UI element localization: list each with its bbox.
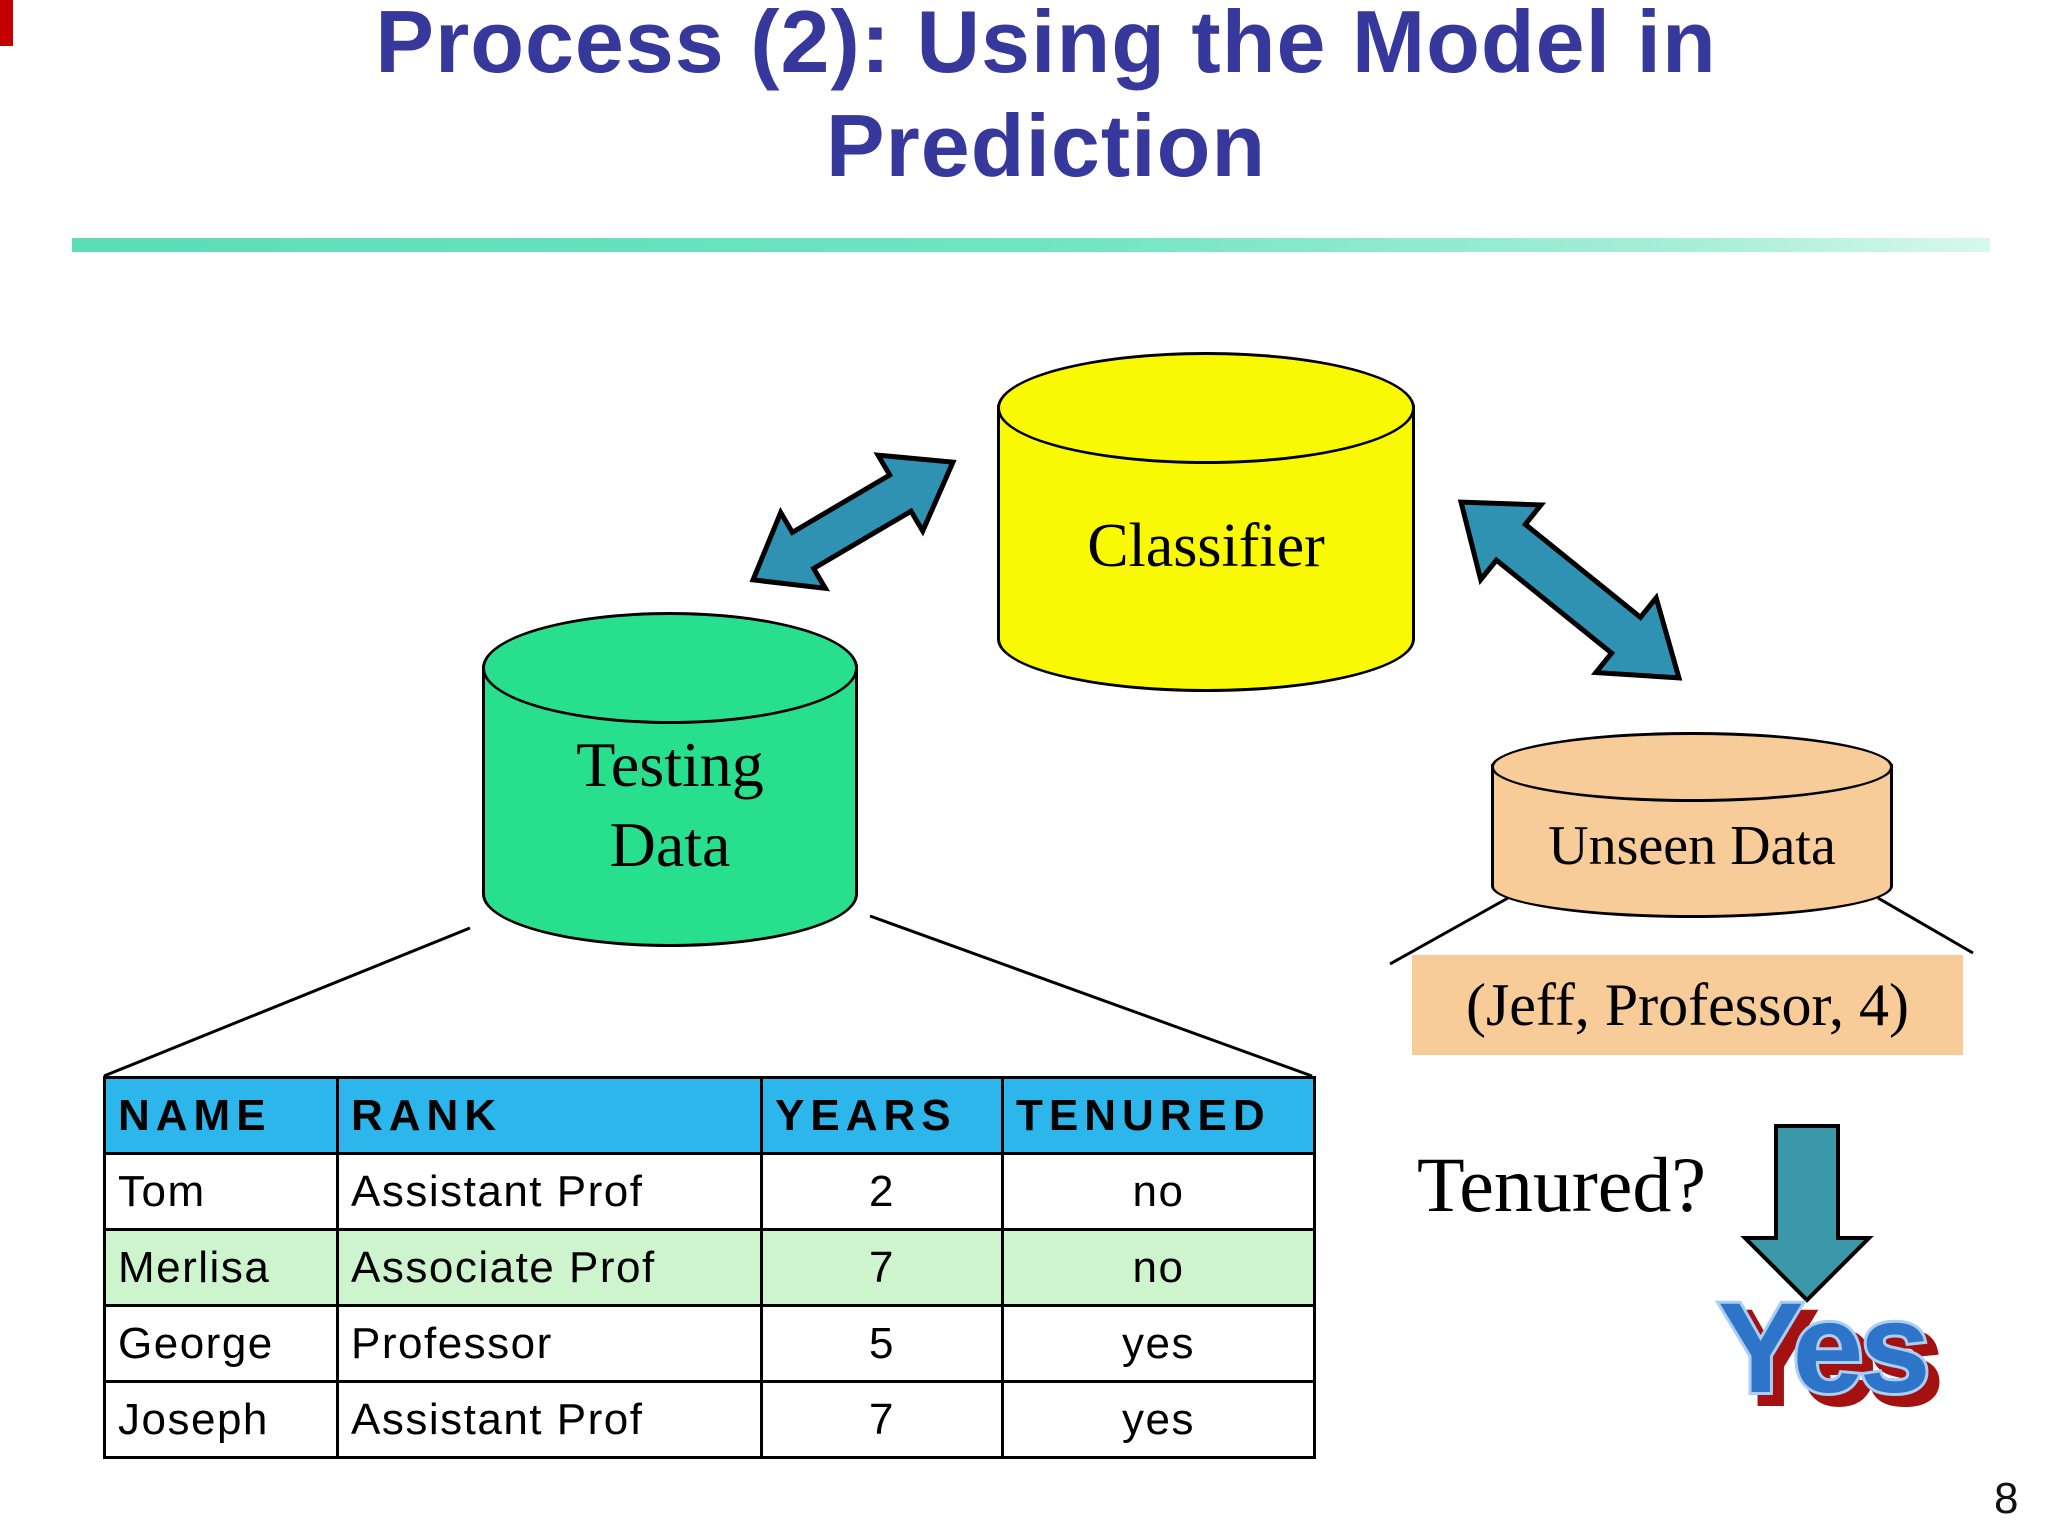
table-row: George Professor 5 yes: [103, 1304, 1316, 1383]
page-number: 8: [1994, 1474, 2019, 1523]
classifier-cylinder: Classifier: [997, 352, 1415, 692]
unseen-tuple-text: (Jeff, Professor, 4): [1465, 971, 1910, 1038]
classifier-label: Classifier: [1087, 512, 1325, 581]
table-cell-rank: Assistant Prof: [336, 1380, 763, 1459]
table-header-name: NAME: [103, 1076, 339, 1155]
slide-title: Process (2): Using the Model in Predicti…: [22, 0, 2048, 198]
table-cell-rank: Assistant Prof: [336, 1152, 763, 1231]
table-cell-rank: Associate Prof: [336, 1228, 763, 1307]
table-header-rank: RANK: [336, 1076, 763, 1155]
down-arrow-icon: [1740, 1124, 1874, 1303]
unseen-data-label: Unseen Data: [1548, 815, 1836, 878]
answer-shadow-text: Yes: [1728, 1287, 1937, 1430]
table-cell-tenured: yes: [1001, 1304, 1316, 1383]
double-headed-arrow-icon: [1457, 499, 1683, 681]
table-cell-years: 2: [760, 1152, 1004, 1231]
table-cell-years: 7: [760, 1228, 1004, 1307]
connector-line: [869, 914, 1313, 1078]
tenured-question: Tenured?: [1417, 1141, 1707, 1228]
testing-data-cylinder-cap: [482, 612, 858, 724]
table-cell-tenured: no: [1001, 1228, 1316, 1307]
table-header-row: NAME RANK YEARS TENURED: [103, 1076, 1316, 1155]
testing-data-table: NAME RANK YEARS TENURED Tom Assistant Pr…: [103, 1076, 1316, 1459]
screen-edge-artifact: [0, 0, 13, 46]
table-cell-rank: Professor: [336, 1304, 763, 1383]
table-cell-name: Joseph: [103, 1380, 339, 1459]
table-cell-tenured: no: [1001, 1152, 1316, 1231]
unseen-data-cylinder-cap: [1491, 732, 1893, 802]
connector-line: [1877, 896, 1974, 955]
answer-text: Yes: [1718, 1277, 1927, 1420]
connector-line: [103, 926, 471, 1078]
table-header-tenured: TENURED: [1001, 1076, 1316, 1155]
table-cell-years: 7: [760, 1380, 1004, 1459]
slide-title-line1: Process (2): Using the Model in: [375, 0, 1717, 91]
classifier-cylinder-cap: [997, 352, 1415, 464]
table-row: Tom Assistant Prof 2 no: [103, 1152, 1316, 1231]
testing-data-label-line2: Data: [609, 808, 731, 880]
testing-data-label-line1: Testing: [576, 728, 764, 800]
table-cell-tenured: yes: [1001, 1380, 1316, 1459]
title-divider: [72, 238, 1990, 252]
unseen-tuple-box: (Jeff, Professor, 4): [1412, 955, 1963, 1055]
answer-wordart: Yes Yes: [1715, 1274, 1945, 1434]
table-cell-name: Tom: [103, 1152, 339, 1231]
table-row-highlighted: Merlisa Associate Prof 7 no: [103, 1228, 1316, 1307]
testing-data-cylinder: Testing Data: [482, 612, 858, 947]
table-cell-years: 5: [760, 1304, 1004, 1383]
connector-line: [1389, 896, 1509, 966]
double-headed-arrow-icon: [749, 452, 957, 592]
unseen-data-cylinder: Unseen Data: [1491, 732, 1893, 918]
table-cell-name: George: [103, 1304, 339, 1383]
table-header-years: YEARS: [760, 1076, 1004, 1155]
table-cell-name: Merlisa: [103, 1228, 339, 1307]
slide-title-line2: Prediction: [825, 96, 1267, 195]
table-row: Joseph Assistant Prof 7 yes: [103, 1380, 1316, 1459]
